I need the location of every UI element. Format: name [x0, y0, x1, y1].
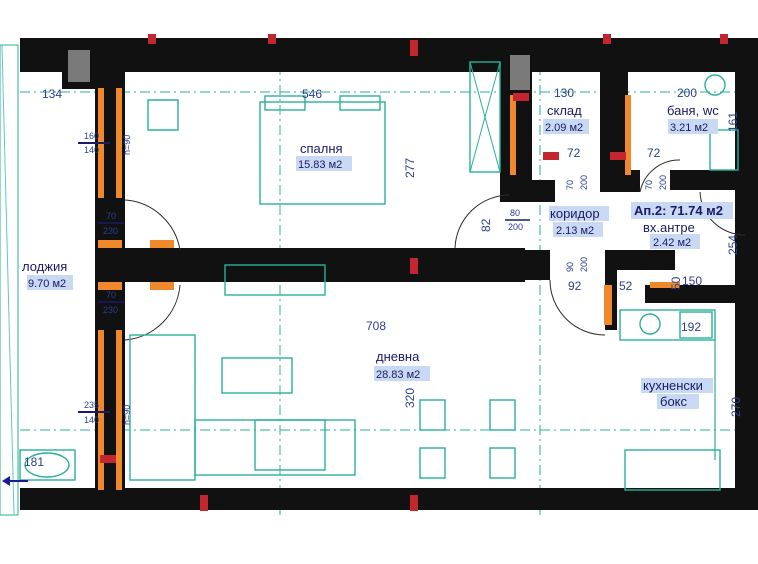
opening-160-bottom: 140 [84, 145, 99, 155]
opening-160-top: 160 [84, 131, 99, 141]
room-name-bathroom: баня, wc [667, 103, 719, 118]
dim-92: 92 [568, 279, 582, 293]
dim-708: 708 [366, 319, 386, 333]
dim-270: 270 [729, 397, 743, 417]
dim-192: 192 [681, 320, 701, 334]
opening-70b-door-bottom: 200 [658, 175, 668, 190]
dining-chairs [419, 399, 516, 479]
dim-72a: 72 [567, 146, 581, 160]
opening-235-top: 235 [84, 400, 99, 410]
loggia-edge-line [1, 44, 15, 516]
opening-70b-bottom: 230 [103, 305, 118, 315]
dim-254: 254 [726, 235, 740, 255]
level-tags [100, 34, 728, 511]
opening-70a-bottom: 230 [103, 226, 118, 236]
room-name-kitchen-2: бокс [660, 394, 688, 409]
sofa [129, 334, 196, 481]
room-area-corridor: 2.13 м2 [556, 225, 594, 237]
dim-130: 130 [554, 86, 574, 100]
room-name-loggia: лоджия [22, 259, 67, 274]
opening-80-top: 80 [510, 208, 520, 218]
dim-52: 52 [619, 279, 633, 293]
room-area-bedroom: 15.83 м2 [298, 159, 342, 171]
dim-150: 150 [682, 274, 702, 288]
toilet [704, 74, 726, 96]
room-area-bathroom: 3.21 м2 [670, 122, 708, 134]
room-area-storage: 2.09 м2 [545, 122, 583, 134]
dim-320: 320 [403, 388, 417, 408]
dim-200: 200 [677, 86, 697, 100]
opening-70a-top: 70 [106, 211, 116, 221]
room-area-living: 28.83 м2 [376, 369, 420, 381]
room-name-entrance: вх.антре [643, 220, 695, 235]
loggia-railing [0, 44, 19, 516]
room-name-corridor: коридор [550, 206, 600, 221]
door-swings [124, 159, 746, 341]
dim-161: 161 [726, 112, 740, 132]
opening-labels: 160 140 h=90 235 140 h=90 70 230 70 230 … [78, 131, 668, 425]
dim-82: 82 [479, 218, 493, 232]
opening-160-side: h=90 [122, 135, 132, 155]
room-name-living: дневна [376, 349, 420, 364]
opening-70a-door-top: 70 [565, 180, 575, 190]
opening-235-side: h=90 [122, 405, 132, 425]
bed [259, 101, 386, 205]
entrance-arrow-icon [2, 476, 28, 486]
room-area-entrance: 2.42 м2 [653, 237, 691, 249]
room-area-loggia: 9.70 м2 [28, 278, 66, 290]
dim-546: 546 [302, 87, 322, 101]
opening-90-bottom: 200 [579, 257, 589, 272]
room-name-kitchen: кухненски [643, 378, 703, 393]
room-name-storage: склад [547, 103, 582, 118]
dim-277: 277 [403, 158, 417, 178]
label-highlights [27, 119, 733, 409]
opening-70a-door-bottom: 200 [579, 175, 589, 190]
dimension-labels: 134 546 130 200 708 150 192 181 72 72 92… [24, 86, 743, 469]
opening-80-bottom: 200 [508, 222, 523, 232]
dim-50: 50 [669, 276, 683, 290]
dim-134: 134 [42, 87, 62, 101]
windows [98, 88, 680, 490]
opening-70b-door-top: 70 [644, 180, 654, 190]
furniture [19, 61, 739, 491]
column-pattern [68, 50, 90, 82]
room-name-bedroom: спалня [300, 141, 343, 156]
opening-235-bottom: 140 [84, 415, 99, 425]
opening-90-top: 90 [565, 262, 575, 272]
apartment-label: Ап.2: 71.74 м2 [634, 203, 723, 218]
dim-181: 181 [24, 455, 44, 469]
opening-70b-top: 70 [106, 290, 116, 300]
room-labels: спалня 15.83 м2 лоджия 9.70 м2 склад 2.0… [22, 103, 723, 409]
dim-72b: 72 [647, 146, 661, 160]
